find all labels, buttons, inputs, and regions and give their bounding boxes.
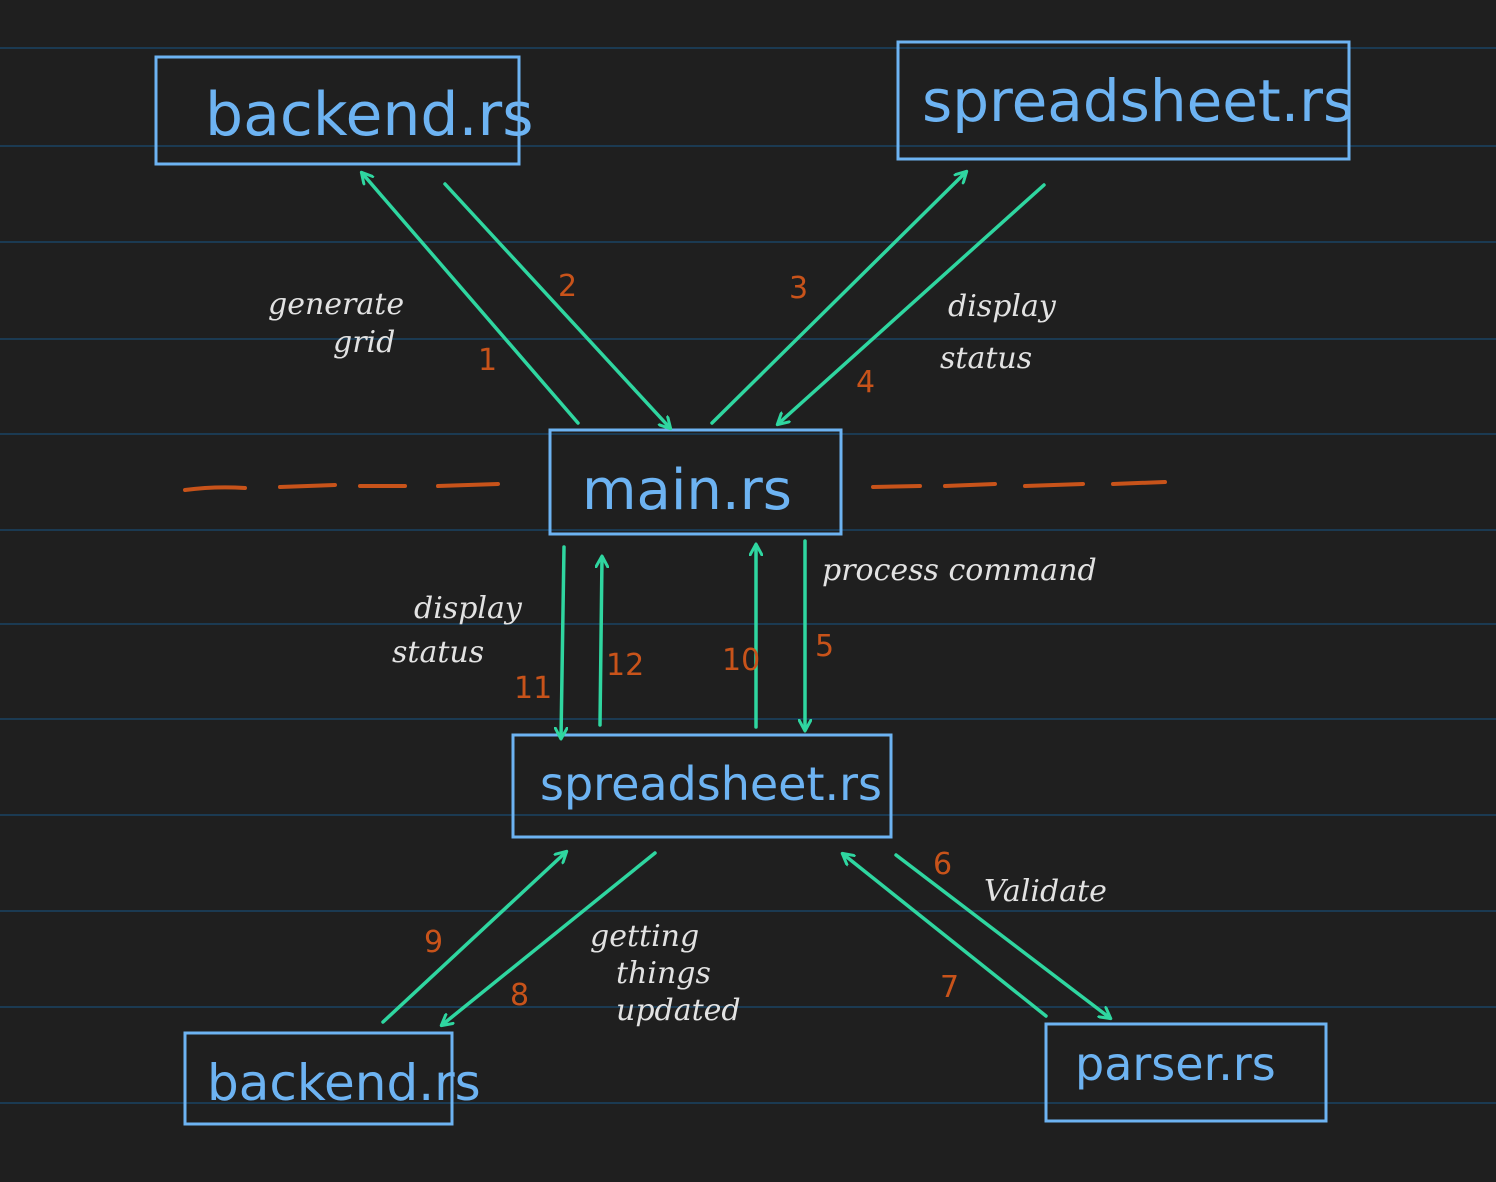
node-label-top-backend: backend.rs — [205, 80, 533, 150]
arrow-8-mid-spreadsheet-to-backend — [442, 851, 657, 1025]
arrow-11-main-to-mid-spreadsheet — [561, 545, 564, 738]
node-label-bottom-parser: parser.rs — [1075, 1037, 1276, 1091]
step-9: 9 — [424, 925, 443, 960]
ruled-lines — [0, 47, 1496, 1104]
node-box-bottom-backend — [183, 1031, 454, 1126]
step-4: 4 — [856, 365, 875, 400]
note-updated: updated — [616, 993, 741, 1028]
step-8: 8 — [510, 978, 529, 1013]
node-box-top-backend — [154, 55, 521, 166]
arrow-4-spreadsheet-to-main — [778, 183, 1046, 424]
step-5: 5 — [815, 629, 834, 664]
dashed-divider — [183, 480, 1167, 492]
step-10: 10 — [722, 643, 760, 678]
arrow-3-main-to-spreadsheet — [710, 172, 966, 425]
step-12: 12 — [606, 648, 644, 683]
node-box-mid-spreadsheet — [511, 733, 893, 839]
note-validate: Validate — [984, 874, 1107, 909]
step-3: 3 — [789, 271, 808, 306]
node-box-top-spreadsheet — [896, 40, 1351, 161]
arrow-2-backend-to-main — [443, 182, 670, 428]
step-2: 2 — [558, 269, 577, 304]
step-1: 1 — [478, 343, 497, 378]
node-label-top-spreadsheet: spreadsheet.rs — [922, 67, 1353, 135]
node-box-bottom-parser — [1044, 1022, 1328, 1123]
node-label-main: main.rs — [582, 458, 792, 523]
node-label-bottom-backend: backend.rs — [207, 1054, 481, 1112]
note-getting: getting — [590, 919, 699, 954]
step-7: 7 — [940, 970, 959, 1005]
arrow-7-parser-to-mid-spreadsheet — [843, 854, 1048, 1018]
note-status-mid: status — [392, 635, 484, 670]
node-label-mid-spreadsheet: spreadsheet.rs — [540, 757, 882, 811]
arrow-1-main-to-backend — [362, 173, 580, 425]
arrow-6-mid-spreadsheet-to-parser — [894, 853, 1110, 1018]
note-status-top: status — [940, 341, 1032, 376]
arrow-12-mid-spreadsheet-to-main — [600, 557, 602, 727]
note-generate: generate — [268, 287, 404, 322]
arrow-9-backend-to-mid-spreadsheet — [381, 852, 566, 1024]
step-11: 11 — [514, 671, 552, 706]
step-6: 6 — [933, 847, 952, 882]
note-display-mid: display — [414, 591, 523, 626]
note-process-command: process command — [822, 553, 1097, 588]
note-display-top: display — [948, 289, 1057, 324]
note-things: things — [616, 956, 711, 991]
note-grid: grid — [333, 325, 395, 360]
node-box-main — [548, 428, 843, 536]
